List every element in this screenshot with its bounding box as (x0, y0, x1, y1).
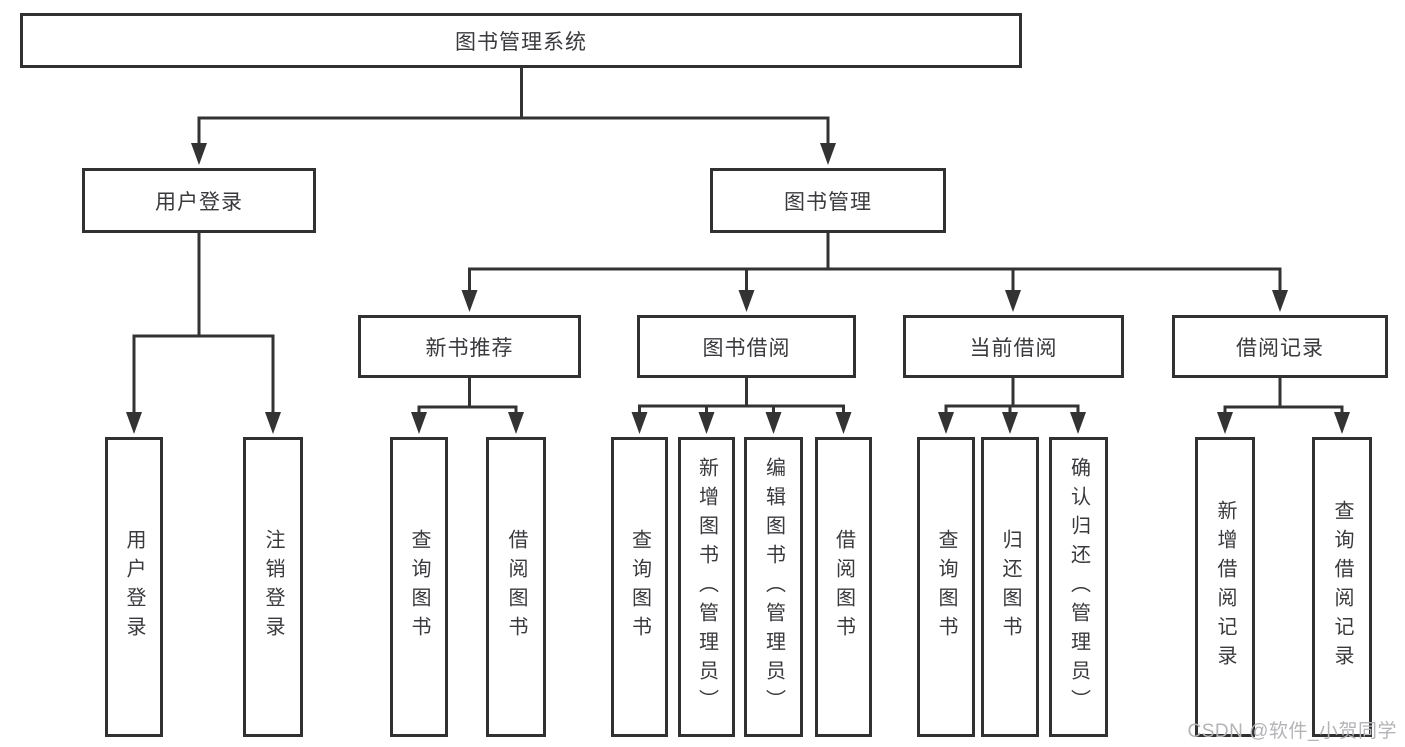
node-borrow-records-label: 借阅记录 (1236, 336, 1324, 360)
node-root-label: 图书管理系统 (455, 30, 587, 54)
leaf-query-books-borrow: 查询图书 (611, 437, 668, 737)
leaf-return-books: 归还图书 (981, 437, 1039, 737)
connector-new-book-recommend-branch (417, 378, 518, 414)
leaf-borrow-books-recommend: 借阅图书 (486, 437, 546, 737)
node-user-login-label: 用户登录 (155, 190, 243, 214)
node-user-login: 用户登录 (82, 168, 316, 233)
leaf-add-borrow-record-label: 新增借阅记录 (1214, 500, 1236, 674)
node-book-management-label: 图书管理 (784, 190, 872, 214)
leaf-edit-books-admin-label: 编辑图书（管理员） (762, 456, 785, 718)
connector-root-branch (197, 68, 830, 145)
leaf-borrow-books: 借阅图书 (815, 437, 872, 737)
node-current-borrow: 当前借阅 (903, 315, 1124, 378)
leaf-add-borrow-record: 新增借阅记录 (1195, 437, 1255, 737)
leaf-query-borrow-record: 查询借阅记录 (1312, 437, 1372, 737)
leaf-user-login: 用户登录 (105, 437, 163, 737)
leaf-logout-login-label: 注销登录 (262, 529, 284, 645)
connector-borrow-records-branch (1223, 378, 1344, 414)
leaf-user-login-label: 用户登录 (123, 529, 145, 645)
leaf-return-books-label: 归还图书 (999, 529, 1021, 645)
connector-current-borrow-branch (944, 378, 1080, 414)
leaf-logout-login: 注销登录 (243, 437, 303, 737)
node-book-borrow: 图书借阅 (637, 315, 856, 378)
connector-book-borrow-branch (638, 378, 845, 414)
node-root: 图书管理系统 (20, 13, 1022, 68)
leaf-confirm-return-admin-label: 确认归还（管理员） (1067, 456, 1090, 718)
leaf-add-books-admin-label: 新增图书（管理员） (695, 456, 718, 718)
csdn-watermark: CSDN @软件_小贺同学 (1187, 721, 1397, 742)
leaf-confirm-return-admin: 确认归还（管理员） (1049, 437, 1108, 737)
node-new-book-recommend-label: 新书推荐 (425, 336, 514, 360)
node-book-borrow-label: 图书借阅 (702, 336, 791, 360)
node-book-management: 图书管理 (710, 168, 946, 233)
leaf-query-books-current: 查询图书 (917, 437, 975, 737)
node-borrow-records: 借阅记录 (1172, 315, 1388, 378)
leaf-query-books-recommend-label: 查询图书 (408, 529, 430, 645)
leaf-borrow-books-recommend-label: 借阅图书 (505, 529, 527, 645)
leaf-borrow-books-label: 借阅图书 (832, 529, 855, 645)
leaf-query-books-current-label: 查询图书 (935, 529, 957, 645)
leaf-query-borrow-record-label: 查询借阅记录 (1331, 500, 1353, 674)
connector-user-login-branch (132, 233, 275, 414)
leaf-edit-books-admin: 编辑图书（管理员） (744, 437, 803, 737)
node-new-book-recommend: 新书推荐 (358, 315, 581, 378)
connector-book-management-branch (468, 233, 1282, 292)
leaf-query-books-recommend: 查询图书 (390, 437, 448, 737)
node-current-borrow-label: 当前借阅 (969, 336, 1058, 360)
leaf-add-books-admin: 新增图书（管理员） (678, 437, 735, 737)
leaf-query-books-borrow-label: 查询图书 (628, 529, 651, 645)
